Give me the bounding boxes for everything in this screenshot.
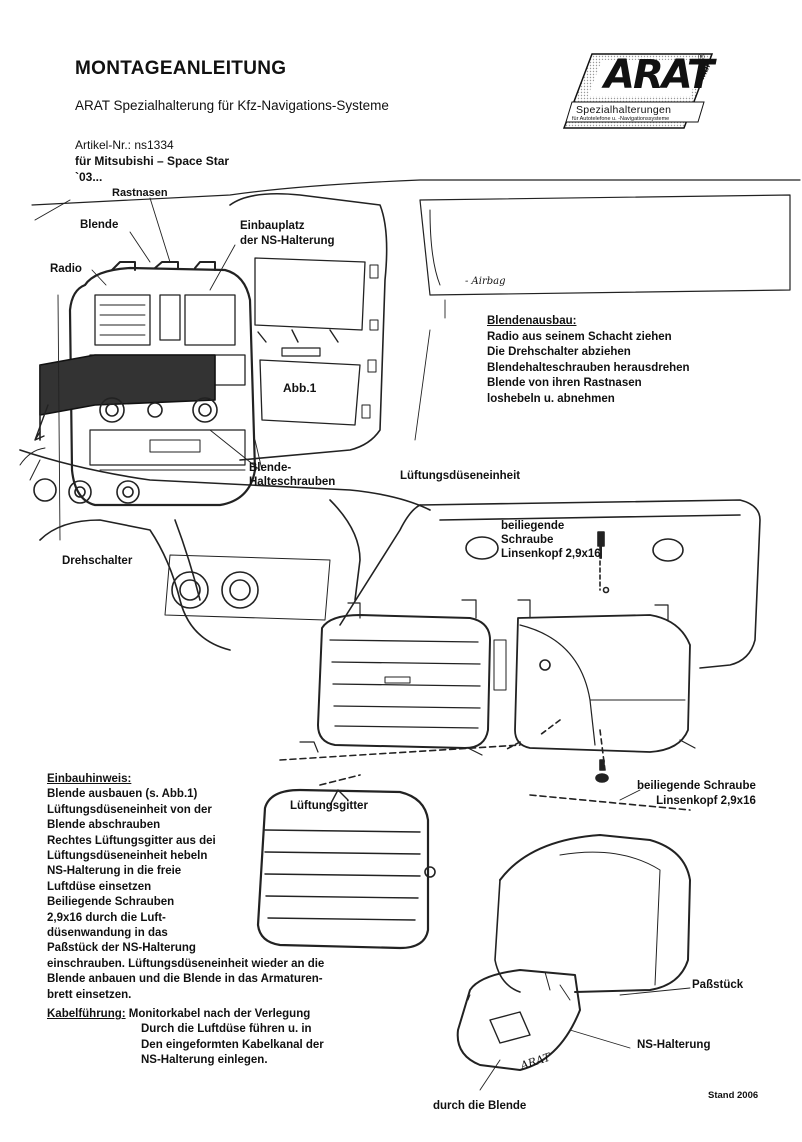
page-title: MONTAGEANLEITUNG (75, 58, 287, 79)
einbauhinweis-line: Blende abschrauben (47, 819, 161, 832)
logo-tagline-small: für Autotelefone u. -Navigationssysteme (572, 116, 670, 122)
revision-date: Stand 2006 (708, 1090, 759, 1101)
label-rastnasen: Rastnasen (112, 187, 168, 199)
logo-brand: ARAT (604, 52, 714, 98)
label-beiliegende-top-line2: Schraube (501, 534, 554, 546)
label-beiliegende-schraube-bottom: beiliegende Schraube Linsenkopf 2,9x16 (637, 779, 756, 809)
label-drehschalter: Drehschalter (62, 555, 133, 567)
grille-drawing (256, 788, 436, 950)
leader-lines (57, 197, 446, 541)
label-airbag: - Airbag (465, 276, 506, 287)
kabelfuehrung-line: Monitorkabel nach der Verlegung (128, 1008, 311, 1020)
label-ns-halterung: NS-Halterung (637, 1039, 711, 1051)
dashboard-drawing (19, 179, 801, 651)
label-abb1: Abb.1 (283, 381, 317, 395)
label-lueftungsdueseneinheit: Lüftungsdüseneinheit (400, 470, 521, 482)
kabelfuehrung-first-line: Kabelführung: Monitorkabel nach der Verl… (47, 1007, 324, 1022)
label-radio: Radio (50, 263, 82, 275)
kabelfuehrung-heading: Kabelführung: (47, 1008, 126, 1020)
ns-bracket-drawing (456, 834, 691, 1071)
einbauhinweis-line: Luftdüse einsetzen (47, 880, 152, 893)
einbauhinweis-line: Lüftungsdüseneinheit hebeln (47, 850, 208, 863)
einbauhinweis-section: Einbauhinweis: Blende ausbauen (s. Abb.1… (47, 772, 324, 1003)
vehicle-model: für Mitsubishi – Space Star (75, 154, 230, 168)
einbauhinweis-line: einschrauben. Lüftungsdüseneinheit wiede… (47, 957, 325, 970)
blendenausbau-line: Die Drehschalter abziehen (487, 346, 631, 358)
einbauhinweis-line: NS-Halterung in die freie (47, 865, 182, 878)
einbauhinweis-line: Blende ausbauen (s. Abb.1) (47, 788, 198, 801)
blendenausbau-section: Blendenausbau: Radio aus seinem Schacht … (487, 314, 690, 407)
einbauhinweis-line: Rechtes Lüftungsgitter aus dei (47, 834, 216, 847)
kabelfuehrung-line: Den eingeformten Kabelkanal der (141, 1038, 324, 1051)
vent-unit-drawing (279, 499, 761, 811)
einbauhinweis-heading: Einbauhinweis: (47, 773, 132, 785)
label-einbauplatz-line2: der NS-Halterung (240, 235, 335, 247)
model-year: `03... (75, 170, 103, 184)
logo-registered: ® (698, 52, 705, 62)
blendenausbau-line: Blendehalteschrauben herausdrehen (487, 361, 690, 374)
blendenausbau-heading: Blendenausbau: (487, 315, 577, 327)
label-blende-halteschrauben: Blende- Halteschrauben (249, 461, 335, 489)
label-lueftungsgitter: Lüftungsgitter (290, 800, 368, 812)
einbauhinweis-line: 2,9x16 durch die Luft- (47, 911, 166, 924)
arat-logo: ARAT GmbH ® Spezialhalterungen für Autot… (562, 52, 714, 130)
kabelfuehrung-line: Durch die Luftdüse führen u. in (141, 1023, 312, 1036)
label-passtueck: Paßstück (692, 979, 744, 991)
label-beiliegende-bottom-line1: beiliegende Schraube (637, 780, 756, 792)
einbauhinweis-line: brett einsetzen. (47, 988, 132, 1001)
lower-leader-lines (479, 789, 641, 1091)
logo-tagline: Spezialhalterungen (576, 104, 672, 116)
label-einbauplatz: Einbauplatz der NS-Halterung (240, 219, 335, 249)
einbauhinweis-line: Beiliegende Schrauben (47, 896, 175, 909)
label-beiliegende-top-line1: beiliegende (501, 520, 565, 532)
einbauhinweis-line: Paßstück der NS-Halterung (47, 942, 196, 955)
label-linsenkopf-top: Linsenkopf 2,9x16 (501, 548, 601, 560)
label-linsenkopf-bottom: Linsenkopf 2,9x16 (656, 795, 756, 807)
blendenausbau-line: loshebeln u. abnehmen (487, 392, 615, 405)
blendenausbau-line: Radio aus seinem Schacht ziehen (487, 330, 672, 343)
kabelfuehrung-line: NS-Halterung einlegen. (141, 1054, 268, 1067)
arat-logo-graphic (562, 53, 714, 129)
label-einbauplatz-line1: Einbauplatz (240, 220, 305, 232)
einbauhinweis-line: düsenwandung in das (47, 927, 168, 940)
kabelfuehrung-section: Kabelführung: Monitorkabel nach der Verl… (47, 1007, 324, 1069)
label-durch-die-blende: durch die Blende (433, 1100, 527, 1112)
einbauhinweis-line: Blende anbauen und die Blende in das Arm… (47, 973, 323, 986)
label-blende-halteschrauben-line2: Halteschrauben (249, 476, 336, 488)
label-blende: Blende (80, 219, 119, 231)
label-blende-halteschrauben-line1: Blende- (249, 462, 292, 474)
einbauhinweis-line: Lüftungsdüseneinheit von der (47, 803, 212, 816)
label-beiliegende-schraube-top: beiliegende Schraube Linsenkopf 2,9x16 (501, 519, 601, 561)
article-number: Artikel-Nr.: ns1334 (75, 138, 174, 152)
page-subtitle: ARAT Spezialhalterung für Kfz-Navigation… (75, 98, 389, 113)
blendenausbau-line: Blende von ihren Rastnasen (487, 377, 642, 389)
